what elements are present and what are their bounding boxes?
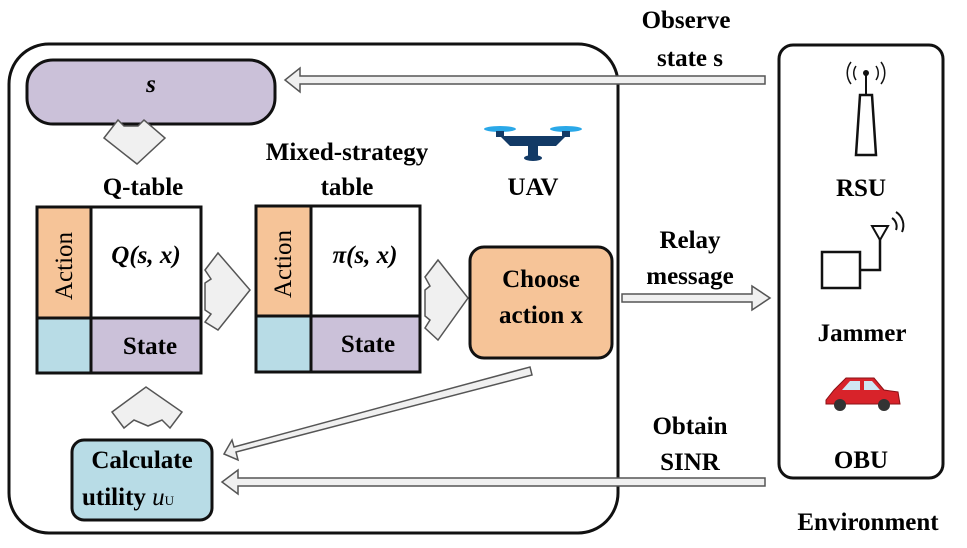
arrow-obtain-sinr [220, 468, 766, 496]
jammer-icon [820, 211, 905, 290]
arrow-relay-message [621, 284, 772, 312]
calculate-line1: Calculate [91, 447, 192, 474]
state-pill [25, 58, 277, 126]
qtable-title: Q-table [103, 174, 184, 201]
uav-label: UAV [508, 174, 559, 201]
calculate-utility-box [70, 438, 214, 522]
mixed-state-label: State [341, 331, 395, 358]
choose-action-line2: action x [499, 302, 584, 329]
mixed-table-title-1: Mixed-strategy [266, 139, 429, 166]
obtain-line2: SINR [660, 449, 721, 476]
relay-line1: Relay [659, 227, 721, 254]
obu-label: OBU [834, 447, 888, 474]
arrow-qtable-to-mixed [203, 251, 251, 331]
qtable-state-label: State [123, 333, 177, 360]
calculate-line2: utility uU [82, 484, 175, 511]
rsu-label: RSU [836, 175, 886, 202]
qtable-cell: Q(s, x) [111, 242, 180, 269]
car-obu-icon [825, 377, 901, 411]
arrow-mixed-to-choose [424, 258, 469, 342]
jammer-label: Jammer [818, 320, 907, 347]
choose-action-box [468, 245, 614, 360]
mixed-action-label: Action [270, 229, 297, 298]
q-table: Action Q(s, x) State [35, 205, 203, 375]
relay-line2: message [646, 263, 733, 290]
observe-line1: Observe [642, 7, 731, 34]
arrow-observe-state [283, 66, 766, 94]
mixed-table-title-2: table [321, 174, 374, 201]
arrow-state-to-qtable [102, 118, 167, 165]
qtable-action-label: Action [51, 231, 78, 300]
arrow-calculate-to-qtable [110, 386, 184, 430]
state-pill-label: s [145, 71, 156, 98]
mixed-cell: π(s, x) [332, 242, 397, 269]
arrow-choose-to-calculate [222, 366, 533, 462]
obtain-line1: Obtain [652, 413, 727, 440]
drone-icon [484, 126, 582, 161]
mixed-strategy-table: Action π(s, x) State [254, 204, 422, 374]
choose-action-line1: Choose [502, 266, 580, 293]
environment-label: Environment [797, 509, 939, 536]
observe-line2: state s [657, 45, 723, 72]
rsu-antenna-icon [846, 61, 886, 157]
